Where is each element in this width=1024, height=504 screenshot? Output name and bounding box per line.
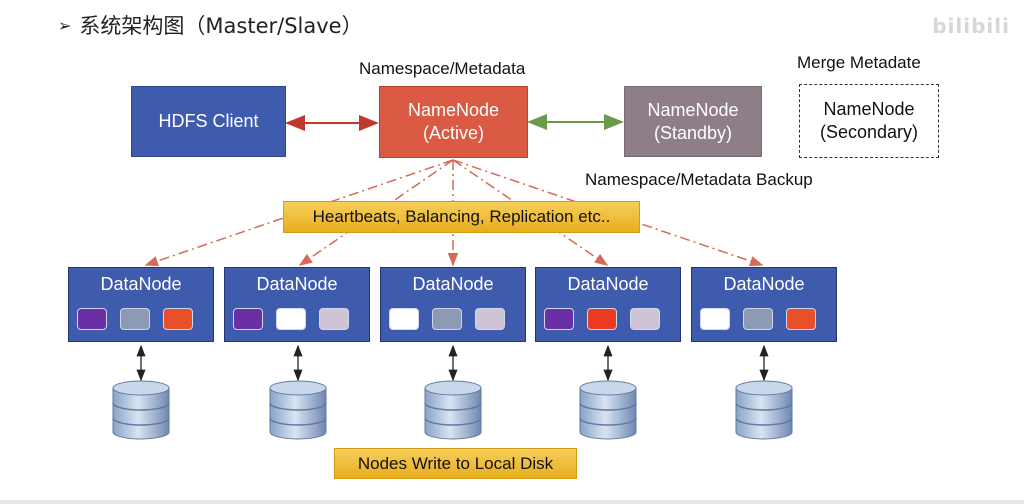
heartbeats-banner-text: Heartbeats, Balancing, Replication etc.. bbox=[312, 207, 611, 226]
data-block bbox=[77, 308, 107, 330]
data-block bbox=[475, 308, 505, 330]
namenode-secondary-state: (Secondary) bbox=[819, 122, 919, 142]
namespace-metadata-backup-label: Namespace/Metadata Backup bbox=[585, 170, 813, 189]
heartbeat-line-4 bbox=[452, 159, 609, 266]
data-block bbox=[743, 308, 773, 330]
datanode-5: DataNode bbox=[691, 267, 837, 342]
namenode-standby-box: NameNode (Standby) bbox=[624, 86, 762, 157]
disk-icon bbox=[735, 380, 793, 440]
data-block bbox=[786, 308, 816, 330]
namenode-secondary-box: NameNode (Secondary) bbox=[799, 84, 939, 158]
datanode-4: DataNode bbox=[535, 267, 681, 342]
datanode-label: DataNode bbox=[256, 274, 338, 294]
data-block bbox=[389, 308, 419, 330]
namenode-secondary-name: NameNode bbox=[823, 99, 915, 119]
bottom-divider bbox=[0, 500, 1024, 504]
data-block bbox=[544, 308, 574, 330]
namenode-standby-name: NameNode bbox=[647, 99, 739, 120]
datanode-label: DataNode bbox=[412, 274, 494, 294]
data-block bbox=[432, 308, 462, 330]
heading-text: 系统架构图（Master/Slave） bbox=[79, 14, 363, 38]
data-block bbox=[163, 308, 193, 330]
bilibili-watermark: bilibili bbox=[932, 14, 1010, 38]
heartbeats-banner: Heartbeats, Balancing, Replication etc.. bbox=[283, 201, 640, 233]
disk-icon bbox=[424, 380, 482, 440]
hdfs-client-box: HDFS Client bbox=[131, 86, 286, 157]
datanode-label: DataNode bbox=[567, 274, 649, 294]
data-block bbox=[276, 308, 306, 330]
data-block bbox=[587, 308, 617, 330]
namenode-active-state: (Active) bbox=[422, 123, 484, 143]
namenode-active-name: NameNode bbox=[407, 100, 500, 120]
data-block bbox=[319, 308, 349, 330]
datanode-label: DataNode bbox=[723, 274, 805, 294]
data-block bbox=[120, 308, 150, 330]
merge-metadate-label: Merge Metadate bbox=[797, 53, 921, 72]
bullet-arrow-icon: ➢ bbox=[58, 15, 72, 35]
data-block bbox=[630, 308, 660, 330]
namenode-standby-state: (Standby) bbox=[653, 122, 733, 143]
datanode-2: DataNode bbox=[224, 267, 370, 342]
datanode-label: DataNode bbox=[100, 274, 182, 294]
heartbeat-line-2 bbox=[298, 159, 454, 266]
hdfs-client-label: HDFS Client bbox=[158, 111, 259, 131]
disk-icon bbox=[579, 380, 637, 440]
local-disk-banner: Nodes Write to Local Disk bbox=[334, 448, 577, 479]
disk-icon bbox=[269, 380, 327, 440]
datanode-1: DataNode bbox=[68, 267, 214, 342]
data-block bbox=[700, 308, 730, 330]
datanode-3: DataNode bbox=[380, 267, 526, 342]
disk-icon bbox=[112, 380, 170, 440]
namenode-active-box: NameNode (Active) bbox=[379, 86, 528, 158]
namespace-metadata-label: Namespace/Metadata bbox=[359, 59, 526, 78]
local-disk-banner-text: Nodes Write to Local Disk bbox=[357, 453, 554, 473]
page-heading: ➢ 系统架构图（Master/Slave） bbox=[58, 10, 363, 40]
data-block bbox=[233, 308, 263, 330]
